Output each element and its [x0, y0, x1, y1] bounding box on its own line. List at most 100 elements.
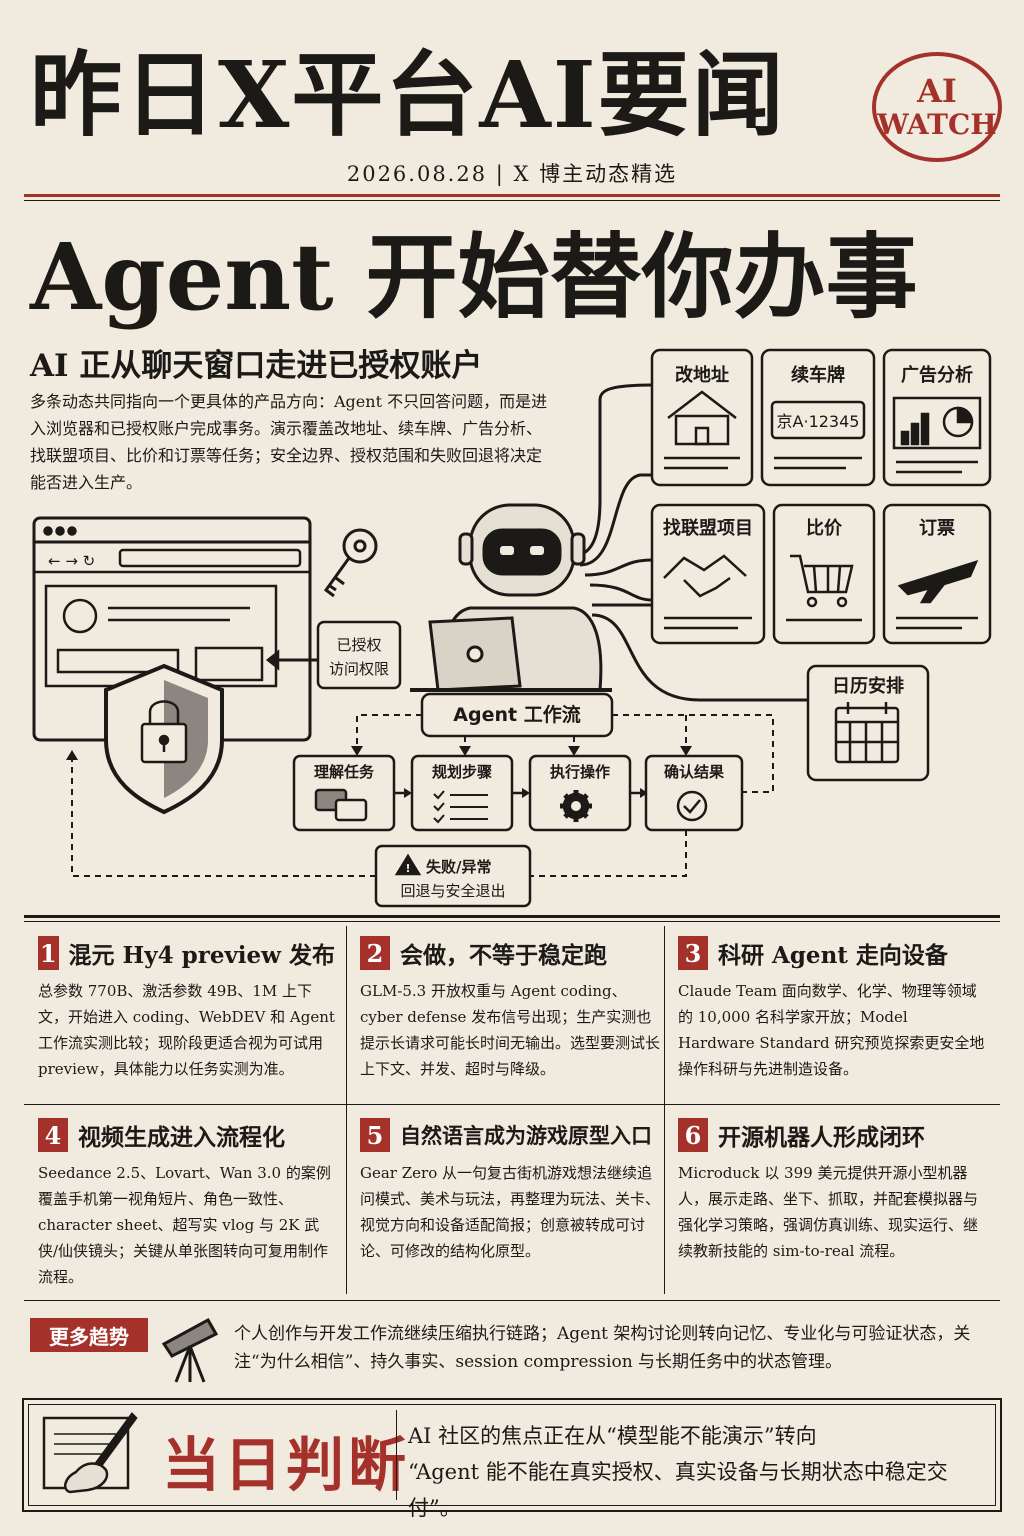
- workflow-dashes: [71, 714, 774, 877]
- access-label-2: 访问权限: [329, 660, 389, 678]
- key-icon: [323, 528, 378, 598]
- robot-agent-icon: [410, 503, 612, 692]
- agent-illustration: 改地址 续车牌 京A·12345 广告分析 找联盟项目: [32, 348, 992, 908]
- ai-watch-stamp: AI WATCH: [872, 52, 1002, 162]
- task-card-calendar: 日历安排: [806, 664, 930, 782]
- verdict-box-inner: [28, 1404, 996, 1506]
- story-title: 自然语言成为游戏原型入口: [400, 1123, 652, 1148]
- browser-window: ← → ↻: [32, 516, 312, 742]
- story-title: 视频生成进入流程化: [78, 1124, 285, 1151]
- plane-icon: [897, 559, 979, 604]
- check-circle-icon: [676, 790, 708, 822]
- step-label-execute: 执行操作: [550, 763, 610, 781]
- task-label-calendar: 日历安排: [832, 675, 904, 697]
- section-divider: [24, 915, 1000, 918]
- story-card-2: 2 会做，不等于稳定跑 GLM-5.3 开放权重与 Agent coding、c…: [346, 926, 671, 1082]
- story-number: 6: [678, 1118, 708, 1152]
- grid-vline-1: [346, 926, 347, 1294]
- warning-icon: [394, 853, 422, 876]
- story-body: Seedance 2.5、Lovart、Wan 3.0 的案例覆盖手机第一视角短…: [38, 1164, 331, 1286]
- workflow-title-box: Agent 工作流: [420, 692, 614, 738]
- masthead-title: 昨日X平台AI要闻: [30, 41, 786, 149]
- story-body: GLM-5.3 开放权重与 Agent coding、cyber defense…: [360, 982, 661, 1078]
- trends-tag: 更多趋势: [30, 1318, 148, 1352]
- handshake-icon: [663, 554, 747, 598]
- story-title: 混元 Hy4 preview 发布: [68, 942, 336, 969]
- telescope-icon: [161, 1317, 219, 1383]
- verdict-box: [22, 1398, 1002, 1512]
- grid-vline-2: [664, 926, 665, 1294]
- security-shield-icon: [104, 663, 224, 815]
- checklist-icon: [433, 790, 488, 824]
- story-body: Gear Zero 从一句复古街机游戏想法继续追问模式、美术与玩法，再整理为玩法…: [360, 1164, 661, 1260]
- task-card-ads: 广告分析: [882, 348, 992, 487]
- chat-bubbles-icon: [314, 788, 368, 822]
- stories-grid: 1 混元 Hy4 preview 发布 总参数 770B、激活参数 49B、1M…: [24, 926, 1000, 1296]
- story-title: 科研 Agent 走向设备: [718, 942, 948, 969]
- calendar-icon: [834, 702, 900, 764]
- workflow-step-understand: 理解任务: [292, 754, 396, 832]
- story-number: 4: [38, 1118, 68, 1152]
- workflow-step-plan: 规划步骤: [410, 754, 514, 832]
- lead-subhead: AI 正从聊天窗口走进已授权账户: [30, 348, 483, 384]
- dateline: 2026.08.28 | X 博主动态精选: [346, 162, 678, 186]
- workflow-title: Agent 工作流: [453, 703, 580, 726]
- story-number: 5: [360, 1118, 390, 1152]
- story-body: Microduck 以 399 美元提供开源小型机器人，展示走路、坐下、抓取，并…: [678, 1164, 979, 1260]
- license-plate-text: 京A·12345: [777, 412, 860, 431]
- verdict-line-2: “Agent 能不能在真实授权、真实设备与长期状态中稳定交付”。: [408, 1460, 948, 1520]
- step-label-understand: 理解任务: [314, 763, 375, 781]
- cart-icon: [790, 554, 854, 608]
- step-label-plan: 规划步骤: [432, 763, 492, 781]
- task-label-ads: 广告分析: [901, 364, 973, 386]
- trends-rule: [24, 1300, 1000, 1301]
- workflow-step-confirm: 确认结果: [644, 754, 744, 832]
- task-card-ticket: 订票: [882, 503, 992, 645]
- story-number: 3: [678, 936, 708, 970]
- task-card-compare: 比价: [772, 503, 876, 645]
- task-label-address: 改地址: [675, 364, 729, 386]
- authorized-access-box: 已授权 访问权限: [265, 620, 402, 690]
- lead-headline: Agent 开始替你办事: [30, 223, 918, 331]
- masthead-rule-thin: [24, 200, 1000, 201]
- story-body: Claude Team 面向数学、化学、物理等领域的 10,000 名科学家开放…: [678, 982, 985, 1078]
- verdict-text: AI 社区的焦点正在从“模型能不能演示”转向 “Agent 能不能在真实授权、真…: [408, 1418, 998, 1526]
- gear-icon: [560, 790, 592, 822]
- masthead-rule: [24, 194, 1000, 197]
- failure-fallback-box: ! 失败/异常 回退与安全退出: [374, 844, 532, 908]
- workflow-step-execute: 执行操作: [528, 754, 632, 832]
- story-number: 2: [360, 936, 390, 970]
- story-body: 总参数 770B、激活参数 49B、1M 上下文，开始进入 coding、Web…: [38, 982, 335, 1078]
- step-label-confirm: 确认结果: [664, 763, 725, 781]
- stamp-line-2: WATCH: [877, 108, 997, 141]
- task-connectors: [574, 383, 808, 702]
- task-label-license: 续车牌: [791, 364, 845, 386]
- house-icon: [667, 390, 737, 446]
- story-card-1: 1 混元 Hy4 preview 发布 总参数 770B、激活参数 49B、1M…: [24, 926, 349, 1082]
- story-card-3: 3 科研 Agent 走向设备 Claude Team 面向数学、化学、物理等领…: [664, 926, 989, 1082]
- lead-intro: 多条动态共同指向一个更具体的产品方向：Agent 不只回答问题，而是进入浏览器和…: [30, 392, 548, 492]
- writing-hand-icon: [42, 1412, 138, 1494]
- story-card-6: 6 开源机器人形成闭环 Microduck 以 399 美元提供开源小型机器人，…: [664, 1108, 989, 1264]
- story-card-4: 4 视频生成进入流程化 Seedance 2.5、Lovart、Wan 3.0 …: [24, 1108, 349, 1290]
- access-label-1: 已授权: [336, 636, 381, 654]
- task-label-affiliate: 找联盟项目: [663, 517, 753, 539]
- story-number: 1: [38, 936, 59, 970]
- stamp-line-1: AI: [917, 72, 957, 110]
- svg-text:← → ↻: ← → ↻: [48, 552, 95, 570]
- task-card-license: 续车牌 京A·12345: [760, 348, 876, 487]
- story-title: 开源机器人形成闭环: [718, 1124, 925, 1151]
- task-label-ticket: 订票: [919, 518, 955, 539]
- grid-hline: [24, 1104, 1000, 1105]
- task-card-affiliate: 找联盟项目: [650, 503, 766, 645]
- verdict-separator: [396, 1410, 397, 1500]
- story-card-5: 5 自然语言成为游戏原型入口 Gear Zero 从一句复古街机游戏想法继续追问…: [346, 1108, 671, 1264]
- story-title: 会做，不等于稳定跑: [400, 942, 607, 969]
- task-label-compare: 比价: [806, 518, 843, 539]
- failure-label-2: 回退与安全退出: [400, 882, 505, 900]
- chart-icon: [892, 396, 982, 450]
- verdict-title: 当日判断: [162, 1431, 411, 1499]
- section-divider-thin: [24, 921, 1000, 922]
- trends-text: 个人创作与开发工作流继续压缩执行链路；Agent 架构讨论则转向记忆、专业化与可…: [234, 1324, 971, 1372]
- svg-text:!: !: [405, 862, 410, 875]
